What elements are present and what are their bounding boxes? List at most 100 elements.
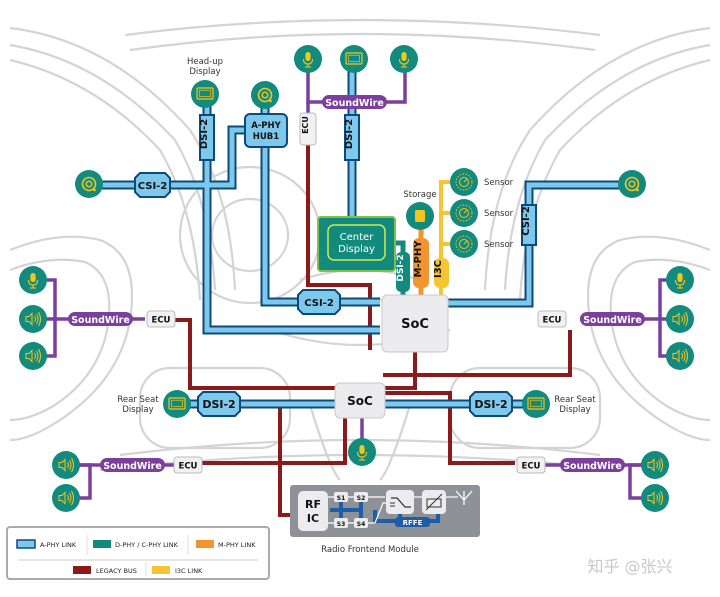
hub-camera-node <box>251 81 279 109</box>
sensor-node-2 <box>450 199 478 227</box>
speaker-bottom-right-node-2 <box>641 484 669 512</box>
i3c-lines <box>439 180 450 295</box>
speaker-bottom-left-node-1 <box>52 451 80 479</box>
rear-left-caption-2: Display <box>122 405 153 415</box>
soc-rear: SoC <box>334 382 386 419</box>
dsi2-badge-center: DSI-2 <box>344 114 360 161</box>
svg-text:A-PHY LINK: A-PHY LINK <box>40 541 77 549</box>
svg-text:S4: S4 <box>357 521 366 528</box>
csi2-badge-left: CSI-2 <box>134 172 171 198</box>
soundwire-badge-bottom-right: SoundWire <box>560 458 625 472</box>
dsi2-badge-hud: DSI-2 <box>199 114 215 161</box>
ecu-bottom-right: ECU <box>516 456 546 474</box>
ecu-bottom-left: ECU <box>173 456 203 474</box>
speaker-left-node-2 <box>19 342 47 370</box>
rear-display-right-node <box>522 390 550 418</box>
sensor-node-1 <box>450 168 478 196</box>
watermark: 知乎 @张兴 <box>587 557 672 576</box>
csi2-label: CSI-2 <box>304 298 334 309</box>
rear-left-caption-1: Rear Seat <box>117 395 159 405</box>
dsi2-badge-rear-left: DSI-2 <box>197 391 241 417</box>
screen-top-node <box>340 45 368 73</box>
speaker-bottom-right-node-1 <box>641 451 669 479</box>
radio-frontend-module: RF IC S1 S2 S3 S4 <box>290 485 480 555</box>
svg-text:S3: S3 <box>337 521 346 528</box>
rf-ic-label-2: IC <box>307 512 319 525</box>
i3c-label: I3C <box>433 260 444 278</box>
speaker-right-node-1 <box>666 305 694 333</box>
soc-rear-label: SoC <box>347 394 373 408</box>
sd-card-icon <box>415 210 425 222</box>
hud-node <box>191 80 219 108</box>
switch-s1: S1 <box>334 492 348 502</box>
svg-text:D-PHY / C-PHY LINK: D-PHY / C-PHY LINK <box>115 541 179 549</box>
ecu-top: ECU <box>299 112 317 146</box>
legend-item-dphy: D-PHY / C-PHY LINK <box>93 540 179 549</box>
filter-icon <box>386 490 414 514</box>
legend-item-i3c: I3C LINK <box>152 566 203 575</box>
soundwire-lines <box>45 58 680 500</box>
rffe-badge <box>395 517 430 527</box>
legend: A-PHY LINK D-PHY / C-PHY LINK M-PHY LINK… <box>6 526 270 580</box>
center-display: Center Display <box>317 216 396 272</box>
tuner-icon <box>422 490 446 514</box>
storage-node <box>406 202 434 230</box>
csi2-label: CSI-2 <box>521 206 532 236</box>
center-display-label-1: Center <box>340 232 375 243</box>
svg-text:S1: S1 <box>337 495 346 502</box>
switch-s2: S2 <box>354 492 368 502</box>
camera-right-node <box>618 170 646 198</box>
ecu-right: ECU <box>537 310 567 328</box>
soundwire-label: SoundWire <box>325 98 384 109</box>
rffe-label: RFFE <box>403 519 423 527</box>
i3c-badge: I3C <box>433 258 449 288</box>
soundwire-badge-right: SoundWire <box>580 312 645 326</box>
mic-rear-node <box>348 438 376 466</box>
sensor-node-3 <box>450 230 478 258</box>
switch-s4: S4 <box>354 518 368 528</box>
soundwire-label: SoundWire <box>103 461 162 472</box>
storage-caption: Storage <box>403 190 436 200</box>
svg-text:LEGACY BUS: LEGACY BUS <box>96 567 137 575</box>
center-display-label-2: Display <box>338 244 375 255</box>
radio-module-caption: Radio Frontend Module <box>321 545 419 555</box>
ecu-label: ECU <box>152 316 171 326</box>
dsi2-badge-rear-right: DSI-2 <box>469 391 513 417</box>
hud-caption-1: Head-up <box>187 57 223 67</box>
mic-left-node <box>19 266 47 294</box>
soundwire-badge-bottom-left: SoundWire <box>100 458 165 472</box>
rear-right-caption-2: Display <box>559 405 590 415</box>
csi2-badge-right: CSI-2 <box>521 204 537 246</box>
soundwire-badge-left: SoundWire <box>68 312 133 326</box>
rf-ic-label-1: RF <box>305 498 321 511</box>
ecu-label: ECU <box>543 316 562 326</box>
svg-text:I3C LINK: I3C LINK <box>175 567 203 575</box>
soundwire-label: SoundWire <box>563 461 622 472</box>
aphy-hub-label-2: HUB1 <box>253 132 279 142</box>
dsi2-label: DSI-2 <box>474 398 507 411</box>
ecu-label: ECU <box>179 462 198 472</box>
speaker-left-node-1 <box>19 305 47 333</box>
svg-text:S2: S2 <box>357 495 366 502</box>
ecu-label: ECU <box>301 116 310 134</box>
dsi2-label: DSI-2 <box>344 119 355 149</box>
device-nodes <box>19 45 694 512</box>
mic-top-right-node <box>390 45 418 73</box>
soc-main-label: SoC <box>401 317 429 332</box>
camera-left-node <box>75 170 103 198</box>
sensor-caption-3: Sensor <box>484 240 514 250</box>
mic-top-left-node <box>294 45 322 73</box>
sensor-caption-2: Sensor <box>484 209 514 219</box>
aphy-hub-label-1: A-PHY <box>251 121 281 131</box>
soundwire-label: SoundWire <box>583 315 642 326</box>
dsi2-badge-dphy: DSI-2 <box>396 252 410 292</box>
legend-item-mphy: M-PHY LINK <box>196 540 256 549</box>
csi2-label: CSI-2 <box>138 181 168 192</box>
soundwire-badge-top: SoundWire <box>322 95 387 109</box>
legend-item-legacy: LEGACY BUS <box>73 566 137 575</box>
dsi2-label: DSI-2 <box>199 119 210 149</box>
speaker-right-node-2 <box>666 342 694 370</box>
mphy-badge: M-PHY <box>413 238 429 288</box>
svg-text:M-PHY LINK: M-PHY LINK <box>218 541 256 549</box>
